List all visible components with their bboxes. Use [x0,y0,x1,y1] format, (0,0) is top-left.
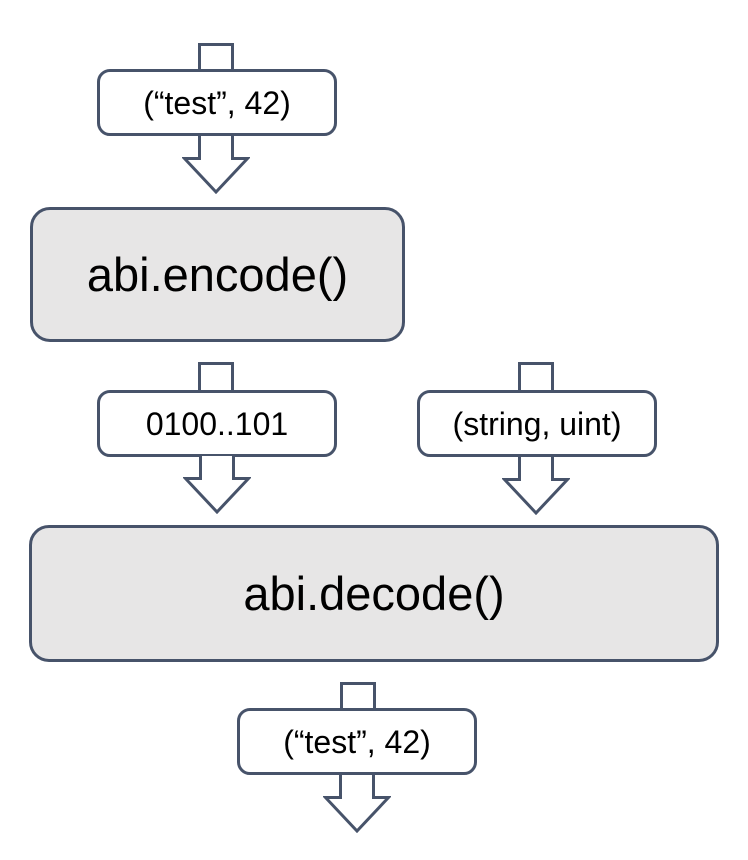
node-abi-decode: abi.decode() [29,525,719,662]
arrow-tail-input [198,43,234,72]
node-type-tuple-label: (string, uint) [452,405,622,442]
arrow-input-to-encode [182,136,250,194]
arrow-tail-encoded [198,362,234,393]
node-abi-encode: abi.encode() [30,207,405,342]
node-abi-encode-label: abi.encode() [86,248,349,301]
arrow-tail-types [518,362,554,393]
node-encoded-bytes-label: 0100..101 [145,405,289,442]
arrow-types-to-decode [502,457,570,515]
arrow-output-down [323,775,391,833]
node-input-values: (“test”, 42) [97,69,337,136]
node-abi-decode-label: abi.decode() [243,567,505,620]
node-input-values-label: (“test”, 42) [143,84,291,121]
arrow-encoded-to-decode [183,456,251,514]
node-output-values-label: (“test”, 42) [283,723,431,760]
node-type-tuple: (string, uint) [417,390,657,457]
arrow-tail-output [340,682,376,711]
node-output-values: (“test”, 42) [237,708,477,775]
node-encoded-bytes: 0100..101 [97,390,337,457]
